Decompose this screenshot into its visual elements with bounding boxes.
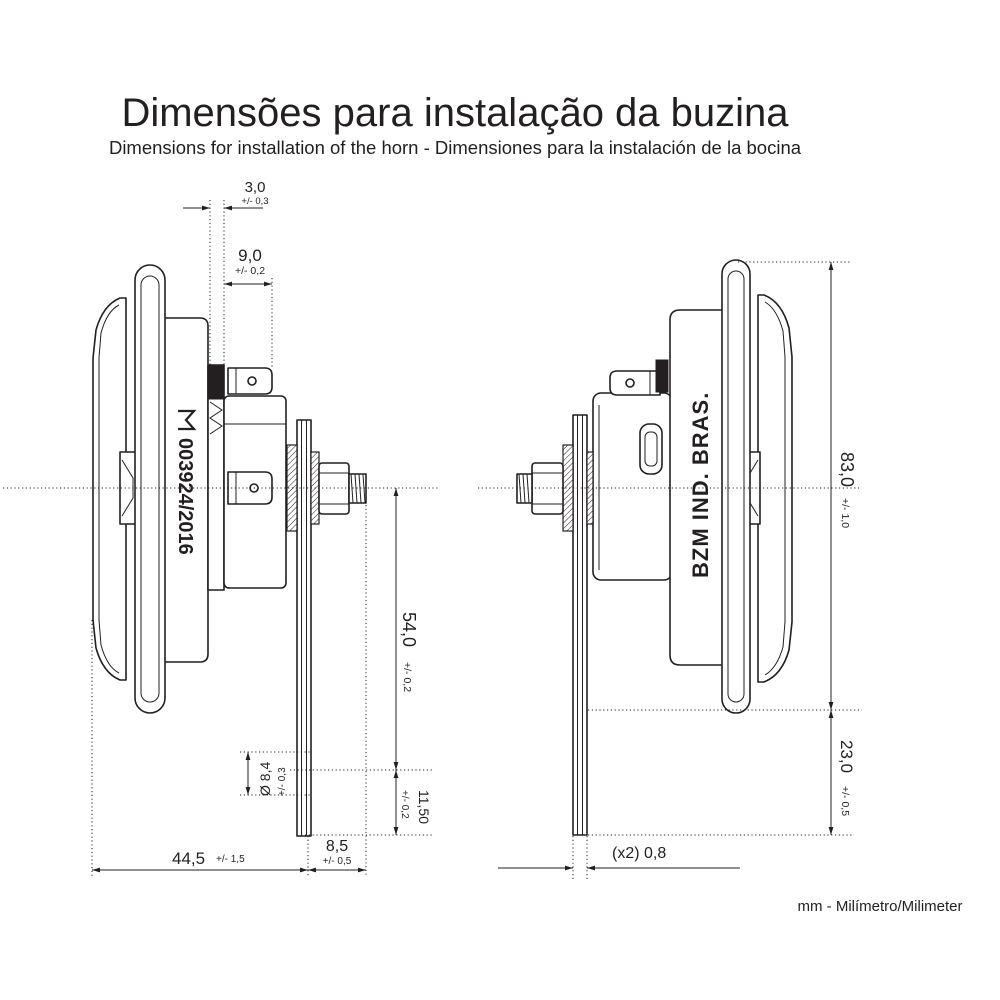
dim-hole-to-end-value: 11,50 xyxy=(416,790,432,824)
dim-stud-length-tolerance: +/- 0,5 xyxy=(323,856,352,867)
vent-slot-inner xyxy=(644,431,658,467)
mounting-rim-inner-edge xyxy=(140,275,160,703)
gasket-spring-detail xyxy=(209,401,223,435)
right-marking-text: BZM IND. BRAS. xyxy=(688,392,713,578)
front-cover-inner-edge xyxy=(764,301,786,676)
dim-overall-depth-tolerance: +/- 1,5 xyxy=(216,854,245,865)
terminal-top-hole xyxy=(625,378,635,388)
dim-rim-to-end-tolerance: +/- 0,5 xyxy=(839,786,851,816)
terminal-block xyxy=(592,392,673,581)
dim-flange-gap-value: 3,0 xyxy=(245,179,266,196)
dim-hole-to-end-tolerance: +/- 0,2 xyxy=(399,790,410,819)
left-marking-text: 003924/2016 xyxy=(174,438,196,555)
front-cover xyxy=(92,297,127,681)
left-horn-view: 003924/2016 xyxy=(3,264,440,837)
mounting-rim-inner-edge xyxy=(727,270,745,703)
dim-stud-length-value: 8,5 xyxy=(326,838,348,855)
terminal-top-hole xyxy=(247,376,257,386)
stud-threads xyxy=(350,473,366,504)
dim-terminal-length-tolerance: +/- 0,2 xyxy=(235,265,265,277)
horn-body xyxy=(159,317,209,663)
dim-hole-diameter-tolerance: +/- 0,3 xyxy=(277,767,288,796)
left-dimensions: 3,0 +/- 0,3 9,0 +/- 0,2 54,0 +/- 0,2 11,… xyxy=(91,179,432,876)
dim-overall-depth-value: 44,5 xyxy=(172,849,205,868)
mounting-rim xyxy=(721,259,751,714)
dim-rim-to-end-value: 23,0 xyxy=(837,740,856,773)
rubber-seal xyxy=(207,364,225,400)
dim-flange-gap-tolerance: +/- 0,3 xyxy=(241,196,268,207)
right-dimensions: 83,0 +/- 1,0 23,0 +/- 0,5 (x2) 0,8 xyxy=(498,261,862,880)
page-subtitle: Dimensions for installation of the horn … xyxy=(109,137,802,158)
mounting-rim xyxy=(134,264,166,714)
dim-terminal-length-value: 9,0 xyxy=(238,246,262,265)
page-title: Dimensões para instalação da buzina xyxy=(121,91,789,135)
horn-body xyxy=(669,309,726,666)
right-horn-view: BZM IND. BRAS. xyxy=(478,259,860,836)
units-note: mm - Milímetro/Milimeter xyxy=(798,898,963,915)
washer xyxy=(562,444,574,532)
mounting-bracket xyxy=(572,414,588,836)
dim-rim-diameter-tolerance: +/- 1,0 xyxy=(839,498,851,528)
diaphragm-hub xyxy=(119,451,137,525)
dim-bracket-thickness-value: (x2) 0,8 xyxy=(612,845,666,862)
terminal-top xyxy=(609,370,661,396)
dim-center-to-hole-tolerance: +/- 0,2 xyxy=(401,662,413,692)
certification-mark-icon xyxy=(178,409,197,431)
dim-center-to-hole-value: 54,0 xyxy=(399,612,419,647)
dim-hole-diameter-value: Ø 8,4 xyxy=(257,762,273,796)
dim-rim-diameter-value: 83,0 xyxy=(837,452,857,487)
front-cover-inner-edge xyxy=(98,304,120,674)
rubber-seal xyxy=(655,359,669,393)
mounting-bracket xyxy=(296,419,312,837)
